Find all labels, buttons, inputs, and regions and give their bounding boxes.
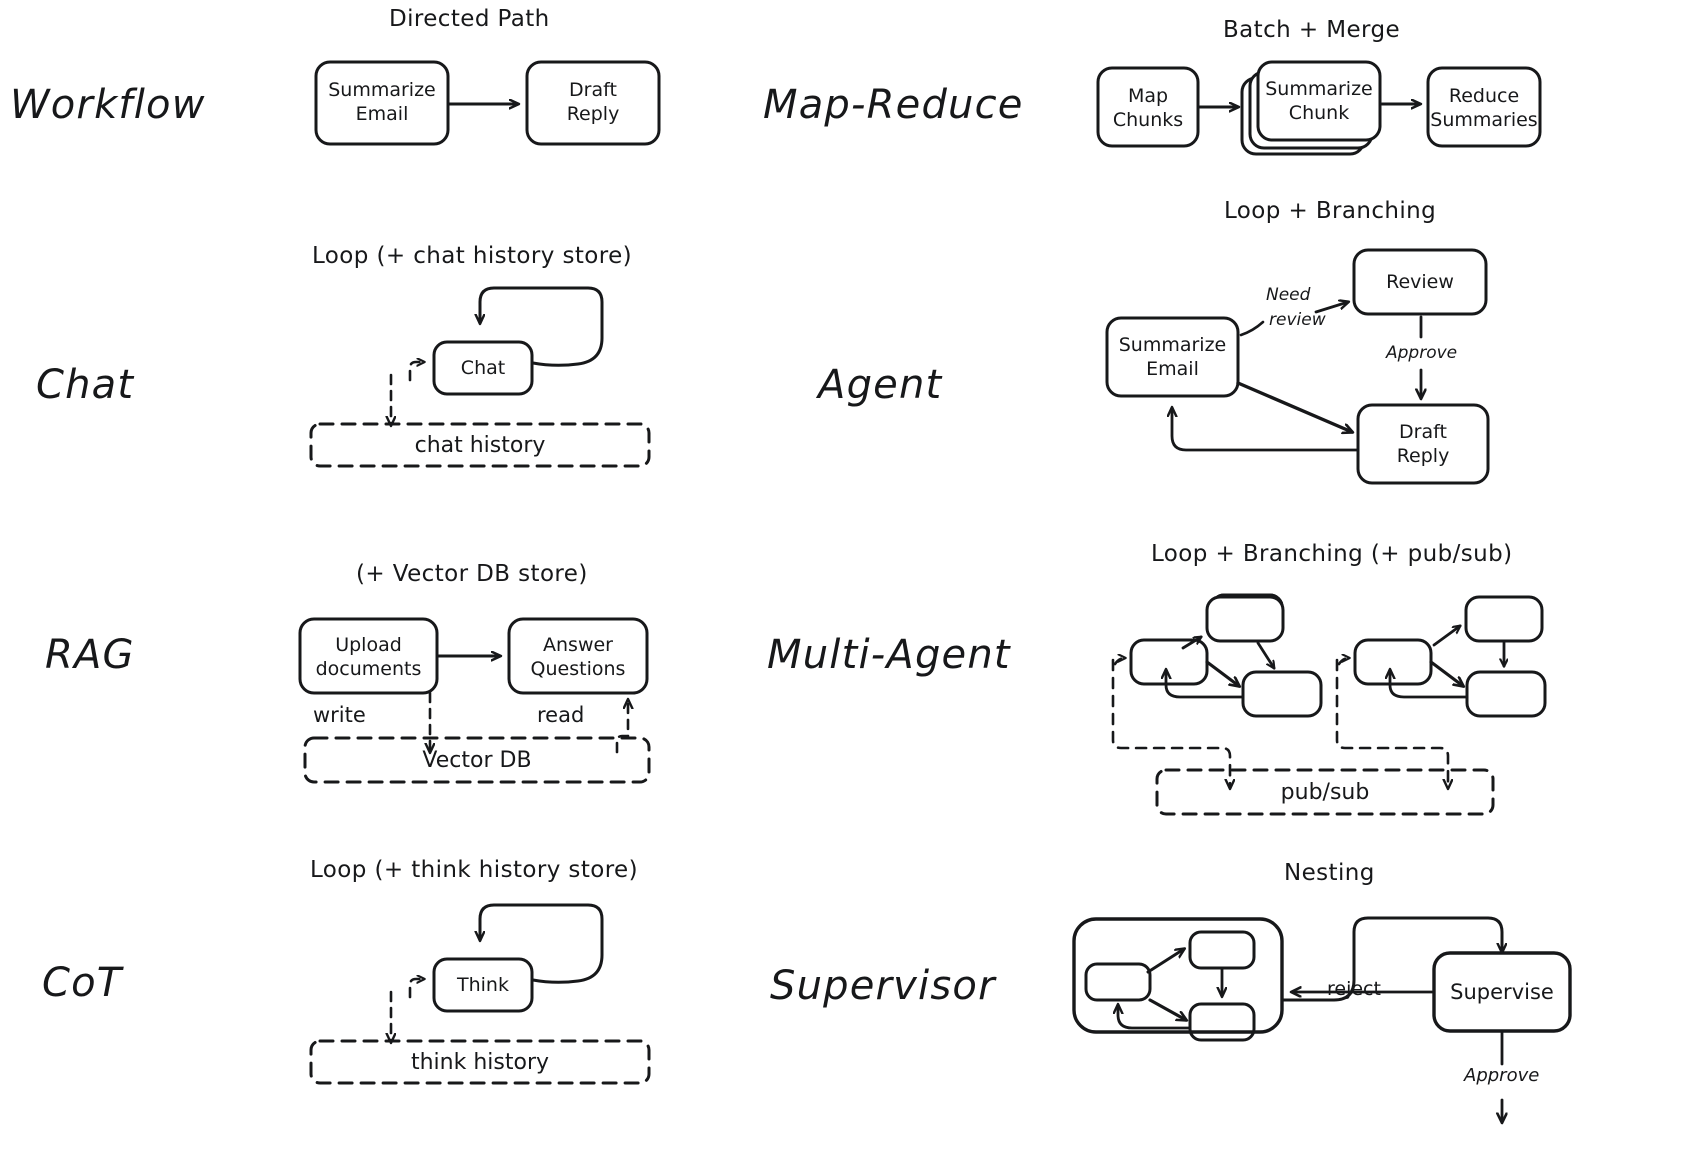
map-reduce-shapes — [1096, 60, 1542, 156]
caption-batch-merge: Batch + Merge — [1223, 17, 1401, 43]
row-label-chat: Chat — [36, 362, 135, 408]
pubsub-store-shape — [1155, 768, 1495, 816]
agent-shapes — [1105, 248, 1490, 485]
supervisor-shapes — [1072, 916, 1572, 1122]
rag-shapes — [298, 617, 651, 784]
caption-loop-think-store: Loop (+ think history store) — [310, 857, 638, 883]
caption-loop-branching-pubsub: Loop + Branching (+ pub/sub) — [1151, 541, 1513, 567]
caption-vector-db-store: (+ Vector DB store) — [356, 561, 588, 587]
caption-directed-path: Directed Path — [389, 6, 550, 32]
chat-shapes — [309, 286, 651, 468]
row-label-cot: CoT — [42, 960, 123, 1006]
cot-shapes — [309, 903, 651, 1085]
row-label-rag: RAG — [45, 632, 135, 678]
row-label-agent: Agent — [818, 362, 943, 408]
row-label-map-reduce: Map-Reduce — [763, 82, 1024, 128]
workflow-shapes — [314, 60, 661, 146]
row-label-multi-agent: Multi-Agent — [767, 632, 1011, 678]
caption-nesting: Nesting — [1284, 860, 1375, 886]
multi-agent-cluster-1 — [1111, 595, 1323, 788]
multi-agent-cluster-2 — [1335, 595, 1547, 788]
row-label-workflow: Workflow — [10, 82, 206, 128]
caption-loop-branching: Loop + Branching — [1224, 198, 1437, 224]
row-label-supervisor: Supervisor — [770, 963, 996, 1009]
caption-loop-chat-store: Loop (+ chat history store) — [312, 243, 633, 269]
